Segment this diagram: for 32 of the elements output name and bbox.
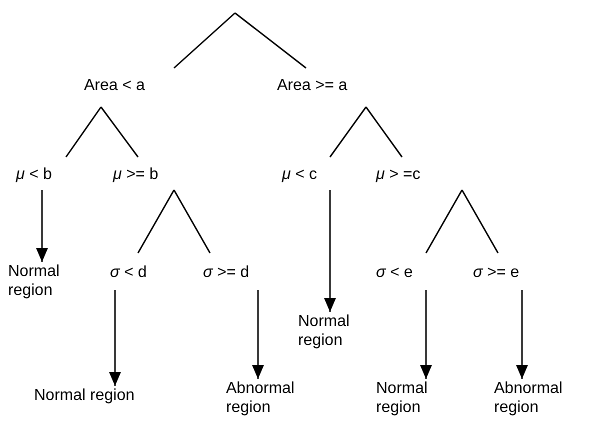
decision-label: μ < b <box>16 165 52 184</box>
branch-line <box>65 106 102 158</box>
branch-line <box>100 106 139 158</box>
branch-line <box>137 190 175 254</box>
decision-label: Normal region <box>376 379 429 417</box>
decision-label: Normal region <box>8 262 61 300</box>
branch-line <box>365 106 403 158</box>
branch-line <box>461 190 499 254</box>
arrow <box>109 290 121 386</box>
decision-label: Area >= a <box>277 76 348 95</box>
arrow <box>36 190 48 262</box>
arrow <box>324 190 336 312</box>
arrow <box>516 290 528 379</box>
branch-line <box>425 190 463 254</box>
decision-label: Area < a <box>84 76 145 95</box>
branch-line <box>173 190 211 254</box>
decision-label: Normal region <box>298 312 351 350</box>
branch-line <box>234 12 306 69</box>
decision-label: μ >= b <box>113 165 158 184</box>
decision-label: Abnormal region <box>226 379 296 417</box>
decision-label: μ < c <box>282 165 317 184</box>
decision-label: σ >= d <box>203 263 250 282</box>
decision-label: Abnormal region <box>494 379 564 417</box>
decision-label: σ < e <box>376 263 413 282</box>
branch-line <box>329 106 367 158</box>
decision-label: Normal region <box>34 386 134 405</box>
decision-label: μ > =c <box>376 165 420 184</box>
decision-label: σ >= e <box>473 263 520 282</box>
branch-line <box>174 12 236 69</box>
arrow <box>252 290 264 379</box>
decision-label: σ < d <box>110 263 147 282</box>
arrow <box>420 290 432 379</box>
